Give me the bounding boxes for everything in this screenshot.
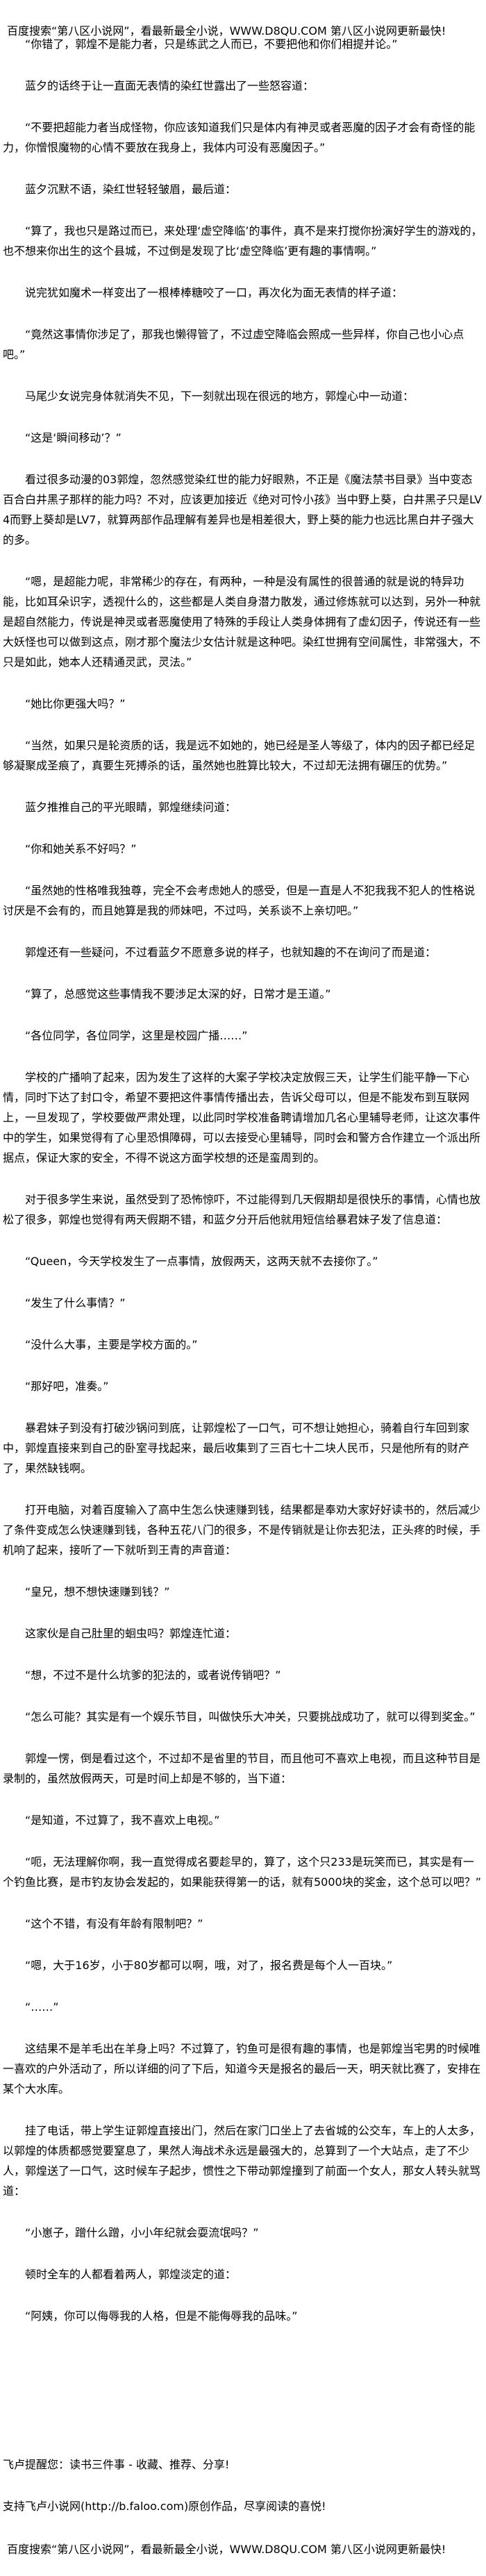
paragraph: “各位同学，各位同学，这里是校园广播……” (25, 1029, 248, 1042)
paragraph: 挂了电话，带上学生证郭煌直接出门，然后在家门口坐上了去省城的公交车，车上的人太多… (3, 2124, 481, 2198)
paragraph: “呃，无法理解你啊，我一直觉得成名要趁早的，算了，这个只233是玩笑而已，其实是… (3, 1855, 482, 1889)
paragraph: “想，不过不是什么坑爹的犯法的，或者说传销吧？” (25, 1668, 281, 1682)
paragraph: “算了，总感觉这些事情我不要涉足太深的好，日常才是王道。” (25, 987, 331, 1001)
paragraph: 对于很多学生来说，虽然受到了恐怖惊吓，不过能得到几天假期却是很快乐的事情，心情也… (3, 1193, 481, 1226)
paragraph: “没什么大事，主要是学校方面的。” (25, 1338, 198, 1351)
footer-support-link[interactable]: 支持飞卢小说网(http://b.faloo.com)原创作品，尽享阅读的喜悦! (3, 2500, 326, 2513)
footer-reminder: 飞卢提醒您：读书三件事 - 收藏、推荐、分享! (3, 2458, 230, 2471)
paragraph: “不要把超能力者当成怪物，你应该知道我们只是体内有神灵或者恶魔的因子才会有奇怪的… (3, 121, 476, 154)
site-banner-bottom: 百度搜索“第八区小说网”，看最新最全小说，WWW.D8QU.COM 第八区小说网… (7, 2543, 446, 2556)
paragraph: 学校的广播响了起来，因为发生了这样的大案子学校决定放假三天，让学生们能平静一下心… (3, 1071, 481, 1164)
paragraph: “你和她关系不好吗？” (25, 842, 137, 855)
paragraph: 说完犹如魔术一样变出了一根棒棒糖咬了一口，再次化为面无表情的样子道： (25, 286, 403, 299)
paragraph: 这结果不是羊毛出在羊身上吗？不过算了，钓鱼可是很有趣的事情，也是郭煌当宅男的时候… (3, 2042, 481, 2096)
paragraph: “算了，我也只是路过而已，来处理‘虚空降临’的事件，真不是来打搅你扮演好学生的游… (3, 224, 483, 258)
paragraph: “竟然这事情你涉足了，那我也懒得管了，不过虚空降临会照成一些异样，你自己也小心点… (3, 328, 464, 361)
paragraph: 顿时全车的人都看着两人，郭煌淡定的道： (25, 2268, 237, 2281)
paragraph: 这家伙是自己肚里的蛔虫吗？郭煌连忙道： (25, 1627, 237, 1640)
site-banner-top: 百度搜索“第八区小说网”，看最新最全小说，WWW.D8QU.COM 第八区小说网… (7, 24, 446, 37)
paragraph: “是知道，不过算了，我不喜欢上电视。” (25, 1814, 220, 1827)
paragraph: 蓝夕的话终于让一直面无表情的染红世露出了一些怒容道： (25, 79, 315, 92)
paragraph: 蓝夕沉默不语，染红世轻轻皱眉，最后道： (25, 183, 237, 196)
paragraph: “……” (25, 2000, 59, 2014)
paragraph: 马尾少女说完身体就消失不见，下一刻就出现在很远的地方，郭煌心中一动道： (25, 390, 414, 403)
paragraph: 看过很多动漫的03郭煌，忽然感觉染红世的能力好眼熟，不正是《魔法禁书目录》当中变… (3, 473, 483, 546)
paragraph: “你错了，郭煌不是能力者，只是练武之人而已，不要把他和你们相提并论。” (25, 37, 398, 51)
paragraph: “这个不错，有没有年龄有限制吧？” (25, 1917, 203, 1930)
paragraph: “当然，如果只是轮资质的话，我是远不如她的，她已经是圣人等级了，体内的因子都已经… (3, 739, 476, 772)
paragraph: 暴君妹子到没有打破沙锅问到底，让郭煌松了一口气，可不想让她担心，骑着自行车回到家… (3, 1421, 470, 1475)
paragraph: “这是‘瞬间移动’？” (25, 431, 122, 444)
paragraph: “怎么可能？其实是有一个娱乐节目，叫做快乐大冲关，只要挑战成功了，就可以得到奖金… (25, 1710, 476, 1723)
paragraph: 郭煌还有一些疑问，不过看蓝夕不愿意多说的样子，也就知趣的不在询问了而是道： (25, 946, 437, 959)
paragraph: “发生了什么事情？” (25, 1296, 126, 1310)
paragraph: “阿姨，你可以侮辱我的人格，但是不能侮辱我的品味。” (25, 2309, 298, 2323)
paragraph: “虽然她的性格唯我独尊，完全不会考虑她人的感受，但是一直是人不犯我我不犯人的性格… (3, 884, 476, 917)
paragraph: “嗯，是超能力呢，非常稀少的存在，有两种，一种是没有属性的很普通的就是说的特异功… (3, 575, 481, 669)
paragraph: “那好吧，准奏。” (25, 1380, 109, 1393)
chapter-content: “你错了，郭煌不是能力者，只是练武之人而已，不要把他和你们相提并论。” 蓝夕的话… (3, 34, 483, 2348)
paragraph: “Queen，今天学校发生了一点事情，放假两天，这两天就不去接你了。” (25, 1255, 378, 1268)
paragraph: 打开电脑，对着百度输入了高中生怎么快速赚到钱，结果都是奉劝大家好好读书的，然后减… (3, 1503, 481, 1557)
paragraph: “嗯，大于16岁，小于80岁都可以啊，哦，对了，报名费是每个人一百块。” (25, 1959, 393, 1972)
paragraph: 蓝夕推推自己的平光眼睛，郭煌继续问道： (25, 801, 237, 814)
paragraph: “皇兄，想不想快速赚到钱？” (25, 1585, 170, 1598)
paragraph: “她比你更强大吗？” (25, 697, 126, 710)
paragraph: 郭煌一愣，倒是看过这个，不过却不是省里的节目，而且他可不喜欢上电视，而且这种节目… (3, 1752, 481, 1785)
paragraph: “小崽子，蹭什么蹭，小小年纪就会耍流氓吗？” (25, 2226, 259, 2239)
